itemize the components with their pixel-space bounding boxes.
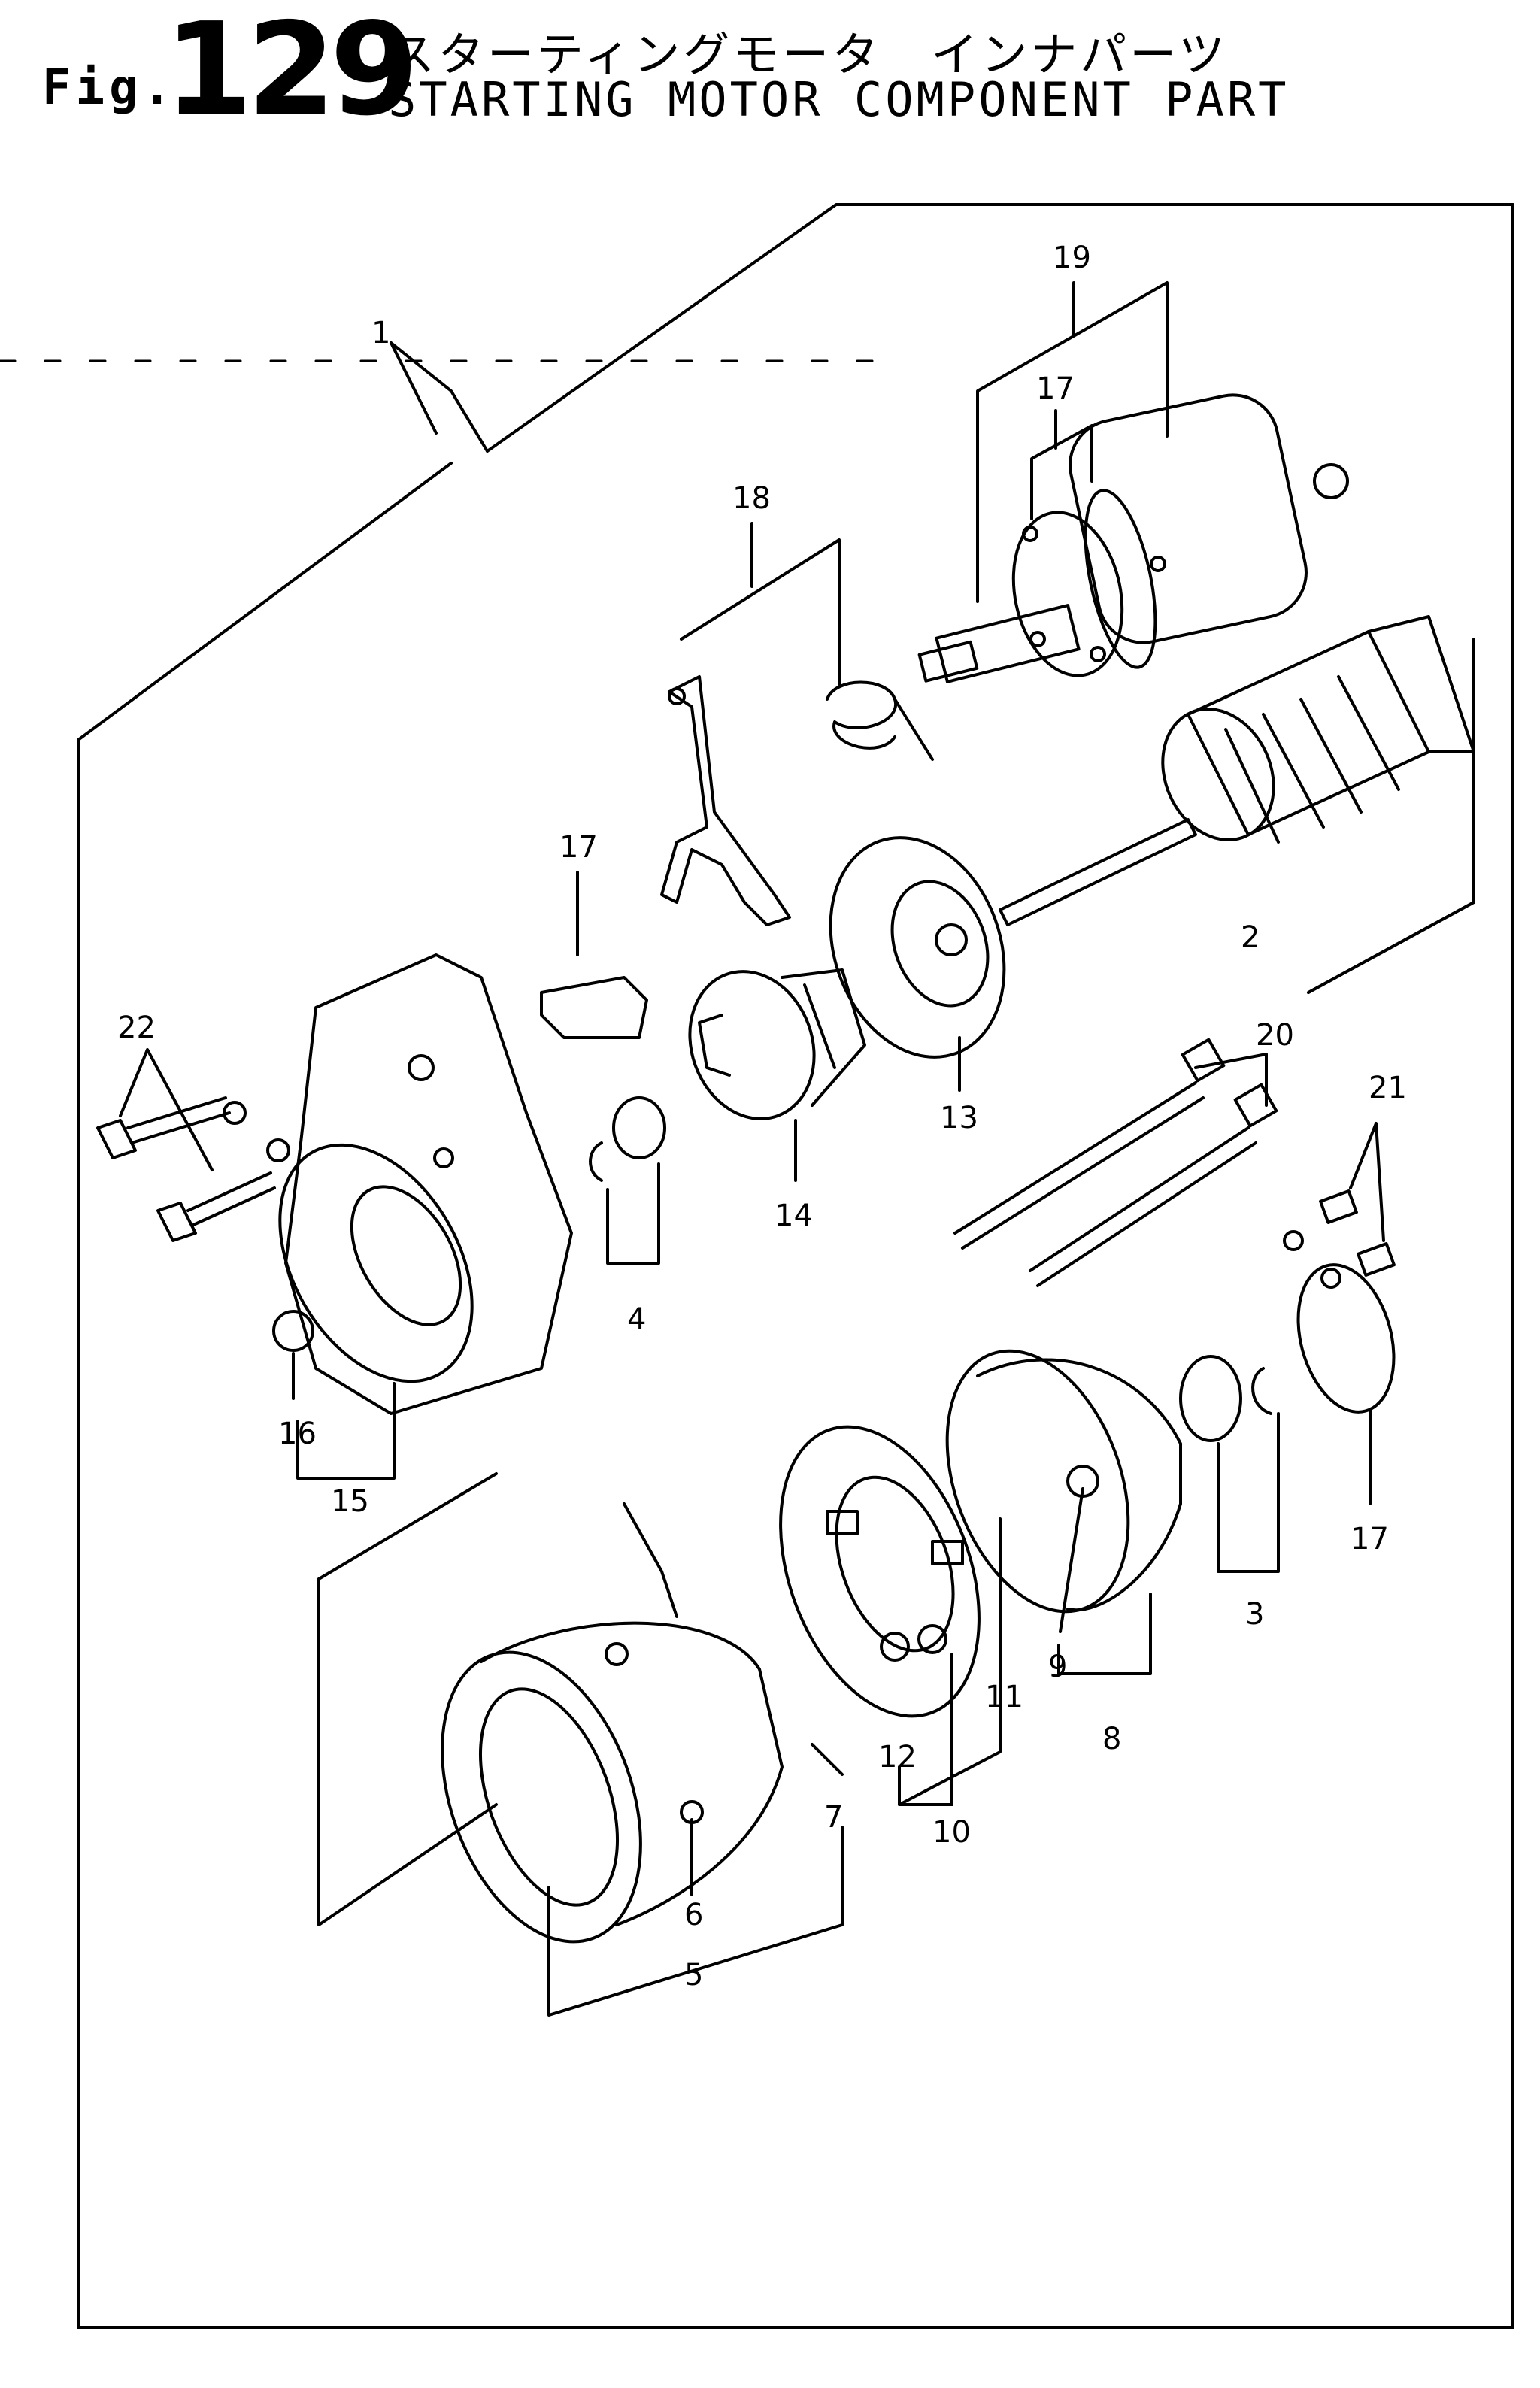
callout-17-right: 17: [1351, 1522, 1389, 1556]
callout-16: 16: [278, 1417, 317, 1451]
title-english: STARTING MOTOR COMPONENT PART: [388, 72, 1290, 127]
figure-header: Fig. 129 スターティングモータ インナパーツ STARTING MOTO…: [0, 0, 1540, 180]
callout-17-left: 17: [559, 830, 598, 865]
leader-1-lower: [317, 1472, 498, 1580]
lever-spring: [826, 680, 934, 761]
armature: [999, 615, 1475, 926]
callout-8: 8: [1102, 1722, 1121, 1756]
bracket-12: [898, 1765, 953, 1806]
leader-22: [119, 1048, 214, 1171]
callout-17-top: 17: [1036, 371, 1075, 406]
drive-housing: [272, 953, 573, 1415]
shift-lever: [660, 675, 791, 926]
callout-19: 19: [1053, 241, 1091, 275]
bolts-22: [96, 1096, 290, 1242]
pinion-clutch: [688, 968, 866, 1120]
title-japanese: スターティングモータ インナパーツ: [388, 27, 1229, 82]
callout-22: 22: [117, 1011, 156, 1045]
assembly-border: [77, 203, 1514, 2329]
figure-number: 129: [164, 0, 419, 144]
leader-9: [1059, 1487, 1084, 1633]
bracket-1-right: [1307, 901, 1475, 994]
callout-18: 18: [732, 481, 771, 516]
callout-5: 5: [684, 1958, 703, 1993]
solenoid-switch: [917, 393, 1349, 683]
callout-13: 13: [940, 1101, 978, 1135]
bracket-4: [606, 1162, 660, 1265]
yoke-field-coil: [441, 1502, 844, 1944]
screws-21: [1283, 1189, 1396, 1289]
bracket-1-lower: [317, 1577, 498, 1926]
callout-20: 20: [1256, 1018, 1294, 1053]
brush-holder: [779, 1425, 981, 1718]
rear-end-cover: [945, 1349, 1182, 1614]
leader-20: [1194, 1053, 1268, 1107]
callout-2: 2: [1241, 920, 1260, 955]
callout-11: 11: [985, 1680, 1023, 1714]
callout-12: 12: [878, 1740, 917, 1774]
callout-14: 14: [775, 1199, 813, 1233]
part-4: [589, 1096, 666, 1182]
leader-1b: [390, 341, 438, 435]
bracket-11: [898, 1517, 1002, 1806]
bracket-3: [1217, 1412, 1280, 1573]
bracket-19: [976, 281, 1169, 603]
callout-15: 15: [331, 1484, 369, 1519]
callout-21: 21: [1369, 1071, 1407, 1105]
bracket-17-top: [1030, 424, 1093, 520]
leader-21: [1349, 1122, 1385, 1242]
callout-6: 6: [684, 1898, 703, 1932]
plate: [829, 836, 1006, 1059]
bracket-2: [1307, 638, 1475, 994]
callout-3: 3: [1245, 1597, 1264, 1632]
callout-10: 10: [932, 1815, 971, 1850]
callout-4: 4: [627, 1302, 646, 1337]
bracket-15: [296, 1382, 396, 1480]
bracket-18: [680, 538, 841, 686]
callout-1: 1: [371, 316, 390, 350]
seal-ring: [1296, 1263, 1396, 1414]
through-bolts-20: [953, 1038, 1278, 1287]
bracket-8: [1057, 1593, 1152, 1675]
leader-1: [390, 341, 489, 453]
figure-prefix: Fig.: [42, 60, 177, 116]
part-3: [1179, 1355, 1272, 1442]
callout-7: 7: [824, 1800, 843, 1835]
part-17-left: [540, 976, 648, 1039]
callout-9: 9: [1048, 1650, 1067, 1684]
bracket-5: [547, 1826, 844, 2017]
